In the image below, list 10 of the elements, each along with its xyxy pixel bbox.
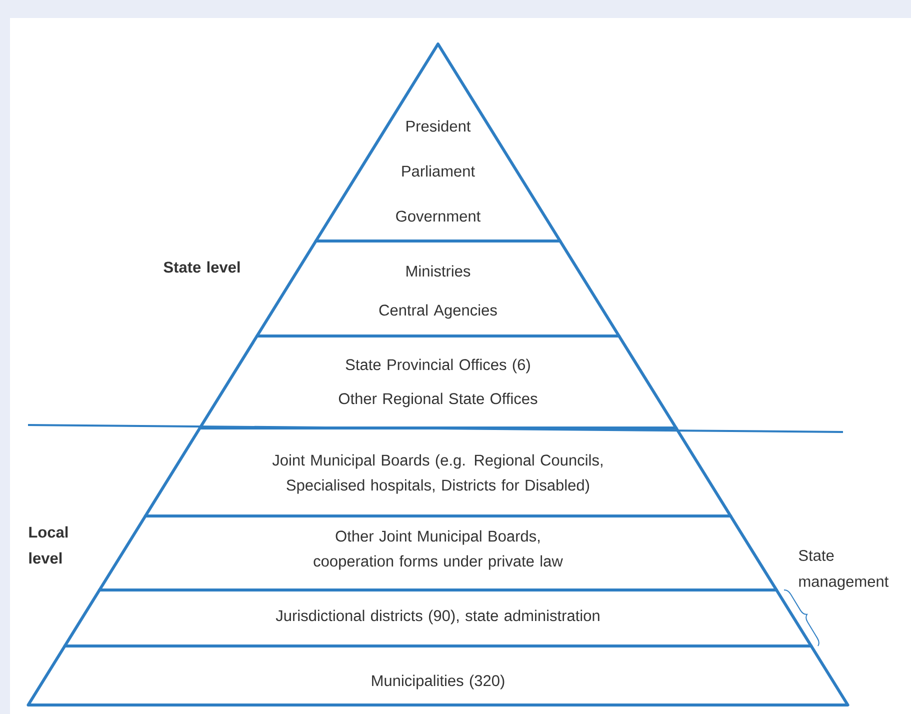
annotation-label: State management <box>798 550 889 590</box>
pyramid-tier: State Provincial Offices (6) Other Regional State Offices <box>198 334 678 430</box>
pyramid-tier: President Parliament Government <box>314 42 562 242</box>
level-label: State level <box>164 261 240 273</box>
level-label: Local level <box>29 526 68 564</box>
pyramid-tier: Jurisdictional districts (90), state administration <box>63 588 813 648</box>
pyramid-tier: Other Joint Municipal Boards, cooperation forms under private law <box>98 514 778 592</box>
pyramid-tier: Municipalities (320) <box>26 644 850 706</box>
pyramid-tier: Joint Municipal Boards (e.g. Regional Councils, Specialised hospitals, Districts for Disabled) <box>144 426 732 518</box>
pyramid-tier: Ministries Central Agencies <box>256 240 620 338</box>
